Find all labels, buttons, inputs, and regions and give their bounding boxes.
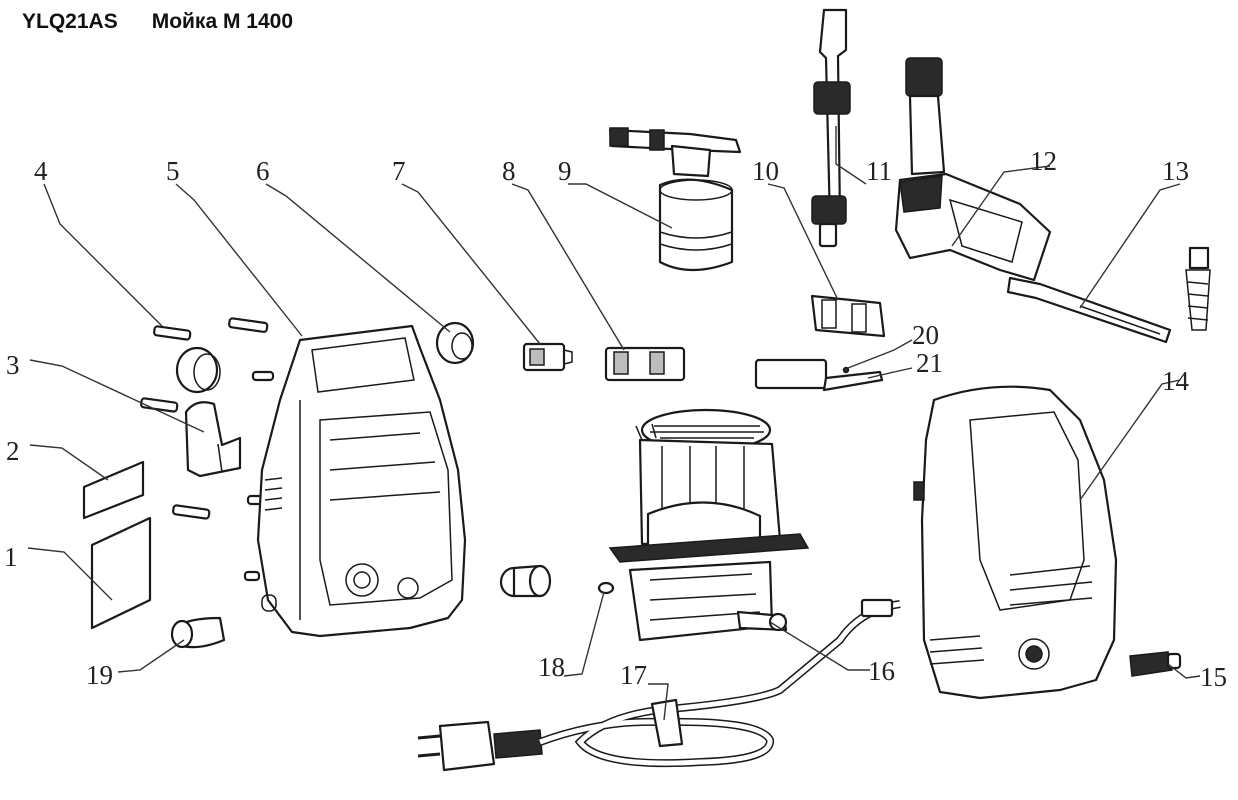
callout-17: 17 xyxy=(620,660,647,690)
callout-21: 21 xyxy=(916,348,943,378)
product-title: Мойка М 1400 xyxy=(151,10,294,33)
callout-5: 5 xyxy=(166,156,180,186)
part-19-foot xyxy=(170,616,226,649)
part-5-rear-housing xyxy=(256,324,467,638)
callout-4: 4 xyxy=(34,156,48,186)
part-17-power-cord xyxy=(417,598,901,772)
callout-18: 18 xyxy=(538,652,565,682)
part-15-nozzle xyxy=(1129,651,1182,677)
part-14-front-housing xyxy=(913,385,1118,700)
part-1-label-plate xyxy=(90,516,152,630)
callout-19: 19 xyxy=(86,660,113,690)
part-2-small-label xyxy=(82,460,145,520)
callout-14: 14 xyxy=(1162,366,1190,396)
callout-1: 1 xyxy=(4,542,18,572)
model-code: YLQ21AS xyxy=(22,10,118,33)
callout-12: 12 xyxy=(1030,146,1057,176)
part-16-motor-pump xyxy=(608,408,810,642)
part-10-bracket xyxy=(810,294,886,338)
callout-16: 16 xyxy=(868,656,895,686)
callout-11: 11 xyxy=(866,156,892,186)
callout-2: 2 xyxy=(6,436,20,466)
callout-7: 7 xyxy=(392,156,406,186)
part-8-switch-block xyxy=(604,346,686,382)
callout-3: 3 xyxy=(6,350,20,380)
callout-9: 9 xyxy=(558,156,572,186)
callout-6: 6 xyxy=(256,156,270,186)
part-3-clip xyxy=(184,401,242,478)
part-7-switch xyxy=(522,342,573,372)
diagram-header: YLQ21AS Мойка М 1400 xyxy=(22,10,327,34)
part-12-spray-gun xyxy=(894,57,1052,282)
callout-8: 8 xyxy=(502,156,516,186)
callout-10: 10 xyxy=(752,156,779,186)
leader-lines xyxy=(27,126,1201,721)
part-9-detergent-bottle xyxy=(608,127,742,272)
callout-13: 13 xyxy=(1162,156,1189,186)
callout-numbers: 1 2 3 4 5 6 7 8 9 10 11 12 13 14 15 16 1… xyxy=(4,146,1227,692)
part-18-washer xyxy=(597,581,615,595)
part-13-hose-connector xyxy=(1006,246,1211,344)
callout-15: 15 xyxy=(1200,662,1227,692)
callout-20: 20 xyxy=(912,320,939,350)
part-6-seal-ring xyxy=(435,321,475,365)
part-11-spray-lance xyxy=(811,8,851,248)
part-20-21-relay-blade xyxy=(754,358,884,392)
part-outlet-fitting xyxy=(499,564,552,598)
